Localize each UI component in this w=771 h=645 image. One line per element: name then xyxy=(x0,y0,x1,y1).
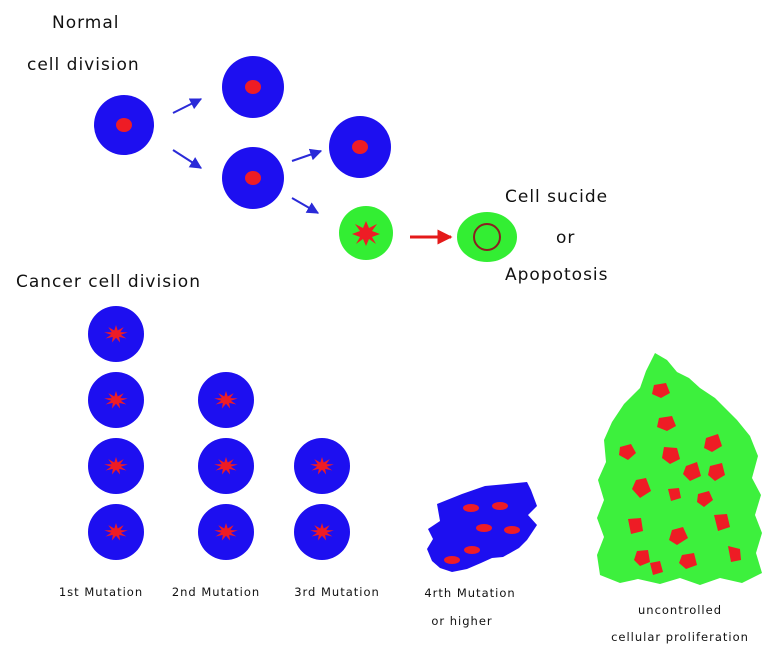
mutated-cell xyxy=(198,504,254,560)
mutated-cell xyxy=(88,438,144,494)
damaged-cell xyxy=(339,206,393,260)
stage-label-4th-mutation-line1: 4rth Mutation xyxy=(424,586,515,600)
apoptotic-cell xyxy=(457,212,517,262)
stage-label-3rd-mutation: 3rd Mutation xyxy=(294,585,380,599)
apoptosis-label-line1: Cell sucide xyxy=(505,187,608,207)
normal-division-title-line2: cell division xyxy=(27,55,140,75)
fourth-mutation-cluster xyxy=(427,482,537,572)
mutated-cell xyxy=(88,372,144,428)
stage-label-proliferation-line1: uncontrolled xyxy=(638,603,722,617)
normal-division-group xyxy=(94,56,517,262)
stage-label-4th-mutation-line2: or higher xyxy=(431,614,492,628)
arrow-bottom-to-granddaughter xyxy=(292,151,321,161)
apoptosis-label-line3: Apopotosis xyxy=(505,265,609,285)
mutated-cell xyxy=(294,438,350,494)
normal-division-title-line1: Normal xyxy=(52,13,120,33)
mutated-cell xyxy=(294,504,350,560)
mutated-cell xyxy=(198,438,254,494)
arrow-parent-to-top xyxy=(173,99,201,113)
stage-label-2nd-mutation: 2nd Mutation xyxy=(172,585,260,599)
normal-cell-daughter-top xyxy=(222,56,284,118)
apoptosis-label-line2: or xyxy=(556,228,575,248)
mutated-cell xyxy=(198,372,254,428)
cancer-division-title: Cancer cell division xyxy=(16,272,201,292)
mutated-cell xyxy=(88,504,144,560)
normal-cell-parent xyxy=(94,95,154,155)
stage-label-proliferation-line2: cellular proliferation xyxy=(611,630,749,644)
arrow-parent-to-bottom xyxy=(173,150,201,168)
normal-cell-granddaughter xyxy=(329,116,391,178)
cancer-cell-stacks xyxy=(88,306,350,560)
stage-label-1st-mutation: 1st Mutation xyxy=(59,585,143,599)
tumor-mass xyxy=(597,353,762,585)
normal-cell-daughter-bottom xyxy=(222,147,284,209)
arrow-bottom-to-damaged xyxy=(292,198,318,213)
mutated-cell xyxy=(88,306,144,362)
